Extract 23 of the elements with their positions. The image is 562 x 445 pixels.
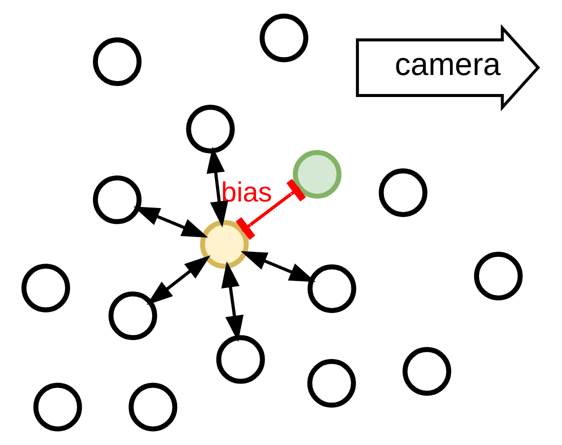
- node-circle: [260, 14, 308, 62]
- node-circle: [378, 168, 428, 218]
- node-circle: [292, 150, 342, 199]
- node-circle: [186, 104, 235, 154]
- node-circle: [21, 264, 70, 312]
- node-circle: [128, 382, 178, 432]
- arrow: [133, 206, 208, 238]
- node-circle: [474, 252, 523, 300]
- arrow: [146, 255, 211, 305]
- node-circle: [308, 264, 356, 314]
- edge-label: bias: [221, 176, 272, 208]
- node-circle: [402, 347, 452, 396]
- node-circle: [307, 358, 356, 408]
- node-circle: [216, 335, 265, 384]
- node-circle: [200, 220, 249, 269]
- connector: [236, 178, 306, 240]
- arrow: [221, 261, 244, 342]
- arrow: [206, 146, 228, 228]
- arrow: [240, 251, 316, 282]
- node-circle: [33, 382, 82, 432]
- node-circle: [108, 291, 158, 340]
- node-circle: [92, 175, 142, 224]
- node-circle: [92, 37, 142, 86]
